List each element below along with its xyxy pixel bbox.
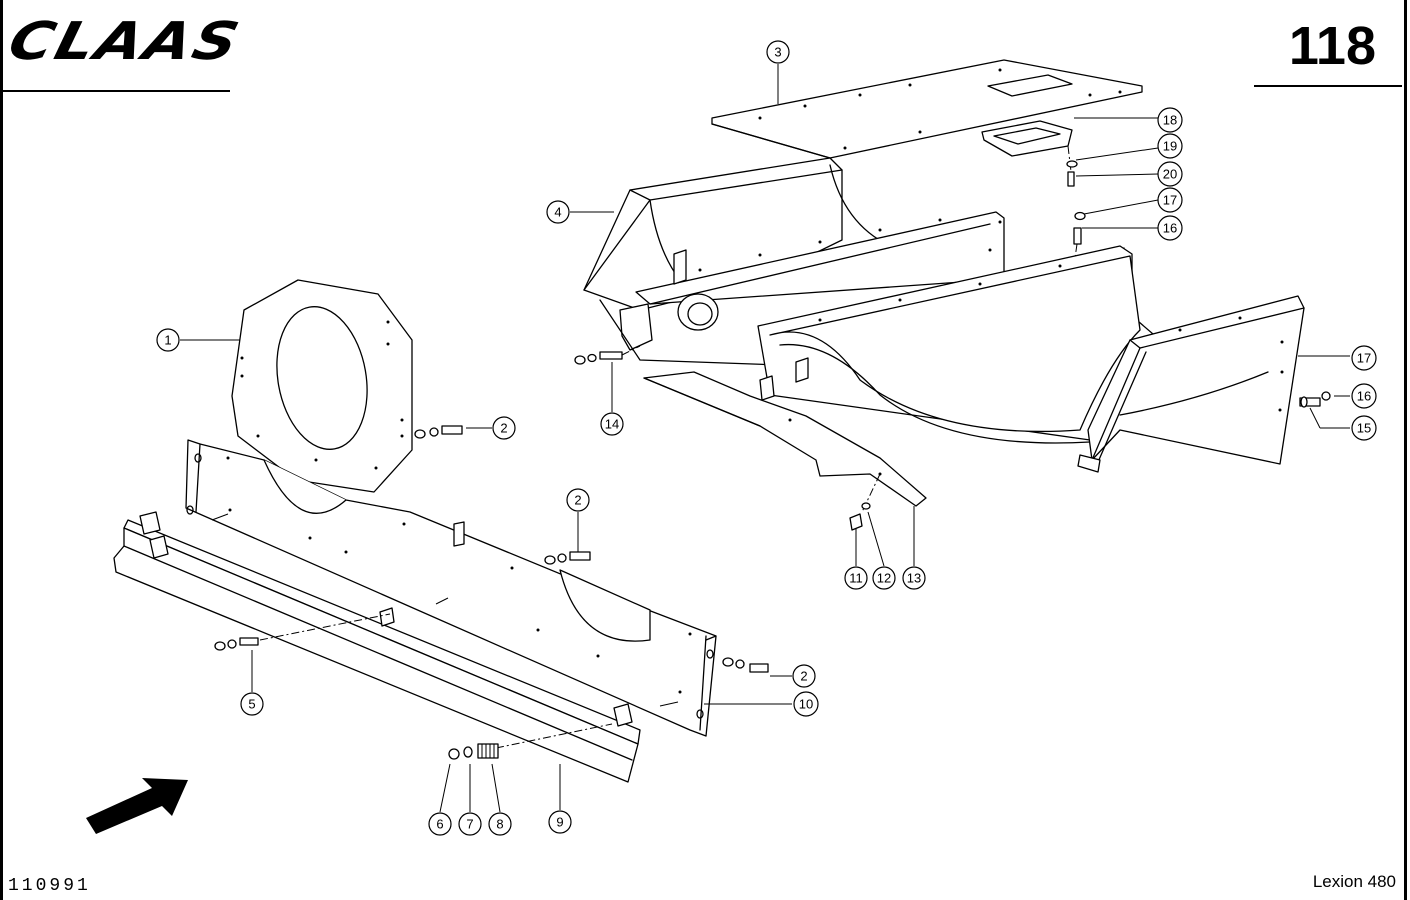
direction-arrow-icon — [86, 778, 188, 834]
svg-text:3: 3 — [774, 45, 781, 60]
part-hardware-2c — [722, 657, 769, 673]
svg-text:2: 2 — [500, 421, 507, 436]
svg-text:5: 5 — [248, 697, 255, 712]
callout-10: 10 — [793, 691, 819, 717]
part-trough-housing — [583, 157, 1305, 473]
callout-13: 13 — [902, 566, 926, 590]
part-side-plate — [231, 279, 413, 493]
callout-1: 1 — [156, 328, 180, 352]
callout-12: 12 — [872, 566, 896, 590]
svg-text:10: 10 — [799, 697, 813, 712]
part-hardware-6-8 — [448, 743, 499, 760]
svg-text:4: 4 — [554, 205, 561, 220]
svg-text:17: 17 — [1163, 193, 1177, 208]
callout-17-top: 17 — [1157, 187, 1183, 213]
page-number-rule — [1254, 85, 1402, 87]
part-hardware-right — [1299, 391, 1331, 408]
callout-2-upper: 2 — [492, 416, 516, 440]
svg-text:17: 17 — [1357, 351, 1371, 366]
document-id: 110991 — [8, 876, 91, 896]
callout-8: 8 — [488, 812, 512, 836]
part-lower-deflector — [643, 371, 927, 531]
part-hardware-2b — [544, 551, 591, 565]
callout-5: 5 — [240, 692, 264, 716]
part-cover-plate — [711, 59, 1143, 181]
callout-20: 20 — [1157, 161, 1183, 187]
page-border-left — [0, 0, 3, 900]
svg-text:15: 15 — [1357, 421, 1371, 436]
callout-16-right: 16 — [1351, 383, 1377, 409]
callout-18: 18 — [1157, 107, 1183, 133]
brand-rule — [0, 90, 230, 92]
svg-text:1: 1 — [164, 333, 171, 348]
callout-2-lower: 2 — [792, 664, 816, 688]
part-hardware-2a — [414, 425, 463, 439]
callout-list: 1 2 2 2 3 4 5 6 7 8 9 10 11 12 13 14 15 … — [156, 40, 1377, 836]
svg-text:16: 16 — [1357, 389, 1371, 404]
callout-9: 9 — [548, 810, 572, 834]
svg-text:9: 9 — [556, 815, 563, 830]
svg-text:20: 20 — [1163, 167, 1177, 182]
svg-text:6: 6 — [436, 817, 443, 832]
svg-text:12: 12 — [877, 571, 891, 586]
svg-text:2: 2 — [800, 669, 807, 684]
part-angle-rail — [113, 511, 641, 783]
svg-text:16: 16 — [1163, 221, 1177, 236]
callout-19: 19 — [1157, 133, 1183, 159]
page-number: 118 — [1288, 16, 1376, 76]
callout-11: 11 — [844, 566, 868, 590]
leader-lines — [180, 64, 1350, 813]
part-back-panel — [185, 439, 717, 737]
callout-7: 7 — [458, 812, 482, 836]
callout-16-top: 16 — [1157, 215, 1183, 241]
callout-15: 15 — [1351, 415, 1377, 441]
callout-17-right: 17 — [1351, 345, 1377, 371]
callout-3: 3 — [766, 40, 790, 64]
callout-14: 14 — [600, 412, 624, 436]
part-hardware-5 — [214, 637, 259, 651]
svg-text:19: 19 — [1163, 139, 1177, 154]
svg-text:11: 11 — [849, 571, 863, 586]
callout-2-middle: 2 — [566, 488, 590, 512]
callout-4: 4 — [546, 200, 570, 224]
page-border-right — [1404, 0, 1407, 900]
svg-text:18: 18 — [1163, 113, 1177, 128]
svg-text:2: 2 — [574, 493, 581, 508]
part-hardware-14 — [574, 345, 641, 365]
machine-model: Lexion 480 — [1312, 872, 1396, 891]
svg-text:8: 8 — [496, 817, 503, 832]
svg-text:14: 14 — [605, 417, 619, 432]
svg-text:7: 7 — [466, 817, 473, 832]
svg-text:13: 13 — [907, 571, 921, 586]
callout-6: 6 — [428, 812, 452, 836]
